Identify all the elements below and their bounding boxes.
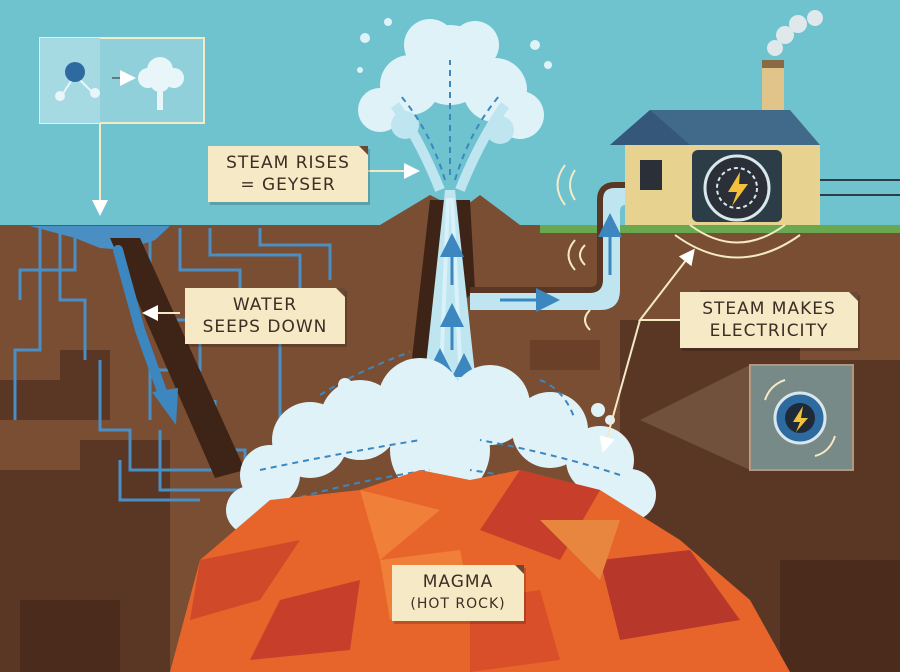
geyser-spray — [390, 102, 445, 192]
lightning-bolt-icon — [793, 406, 808, 432]
soil-block — [780, 560, 900, 672]
magma — [170, 470, 790, 672]
inset-turbine — [640, 364, 854, 471]
heat-wave — [584, 309, 591, 331]
label-magma: MAGMA (HOT ROCK) — [392, 565, 524, 621]
inset-water-to-steam — [39, 37, 205, 124]
rock-fissure — [110, 238, 245, 478]
steam-puffs — [285, 378, 615, 425]
underground-steam — [226, 358, 656, 534]
geyser-dashes — [399, 60, 501, 181]
water-arrow-head — [152, 388, 178, 425]
label-magma-line1: MAGMA — [422, 572, 494, 592]
pointer-line — [599, 319, 641, 453]
label-water-seeps: WATER SEEPS DOWN — [185, 288, 345, 344]
smokestack-icon — [767, 10, 823, 56]
lightning-bolt-icon — [728, 172, 748, 206]
soil-block — [530, 340, 600, 370]
label-steam-rises: STEAM RISES = GEYSER — [208, 146, 368, 202]
label-magma-line2: (HOT ROCK) — [410, 596, 506, 612]
steam-cloud-icon — [138, 57, 184, 110]
water-flow — [113, 245, 170, 405]
label-steam-electricity-line1: STEAM MAKES — [702, 299, 836, 319]
label-steam-electricity: STEAM MAKES ELECTRICITY — [680, 292, 858, 348]
geyser-cloud — [358, 19, 544, 139]
label-steam-rises-line2: = GEYSER — [240, 175, 336, 195]
label-water-seeps-line1: WATER — [232, 295, 298, 315]
steam-highlight — [438, 198, 464, 401]
label-water-seeps-line2: SEEPS DOWN — [202, 317, 328, 337]
geyser-spray — [455, 102, 510, 192]
power-line — [820, 179, 900, 196]
heat-wave — [567, 239, 576, 271]
soil-block — [20, 600, 120, 672]
grass — [540, 225, 900, 233]
soil-block — [0, 350, 110, 420]
water-molecule-icon — [55, 62, 100, 101]
water-droplets — [357, 18, 552, 73]
turbine-icon — [703, 154, 771, 222]
label-steam-rises-line1: STEAM RISES — [226, 153, 350, 173]
label-steam-electricity-line2: ELECTRICITY — [709, 321, 829, 341]
turbine-waves — [556, 164, 801, 259]
pipe-outline — [470, 182, 680, 293]
heat-wave — [579, 244, 586, 266]
